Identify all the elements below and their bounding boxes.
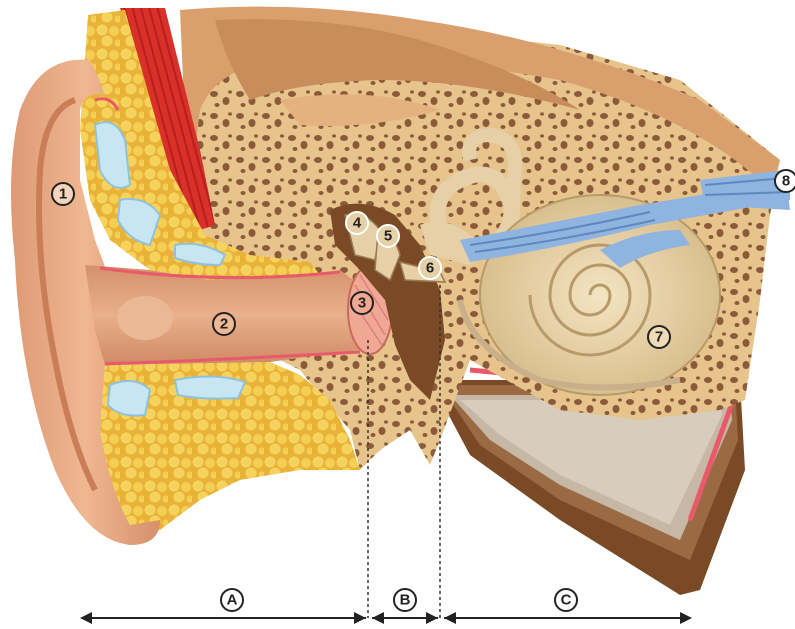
structure-label-3-text: 3 xyxy=(358,295,366,312)
structure-label-2: 2 xyxy=(213,313,235,335)
region-label-b-text: B xyxy=(400,592,411,609)
structure-label-4: 4 xyxy=(346,212,368,234)
structure-label-8: 8 xyxy=(775,170,795,192)
region-label-b: B xyxy=(394,589,416,611)
structure-label-6-text: 6 xyxy=(426,260,434,277)
structure-label-2-text: 2 xyxy=(220,316,228,333)
structure-label-8-text: 8 xyxy=(782,173,790,190)
structure-label-4-text: 4 xyxy=(353,215,362,232)
structure-label-5-text: 5 xyxy=(384,228,392,245)
structure-label-1: 1 xyxy=(52,183,74,205)
region-label-c-text: C xyxy=(561,592,572,609)
region-label-c: C xyxy=(555,589,577,611)
structure-label-7-text: 7 xyxy=(655,329,663,346)
structure-label-6: 6 xyxy=(419,257,441,279)
structure-label-5: 5 xyxy=(377,225,399,247)
structure-label-7: 7 xyxy=(648,326,670,348)
region-label-a-text: A xyxy=(227,592,238,609)
region-arrows xyxy=(80,612,692,624)
structure-label-1-text: 1 xyxy=(59,186,67,203)
structure-label-3: 3 xyxy=(351,292,373,314)
region-label-a: A xyxy=(221,589,243,611)
